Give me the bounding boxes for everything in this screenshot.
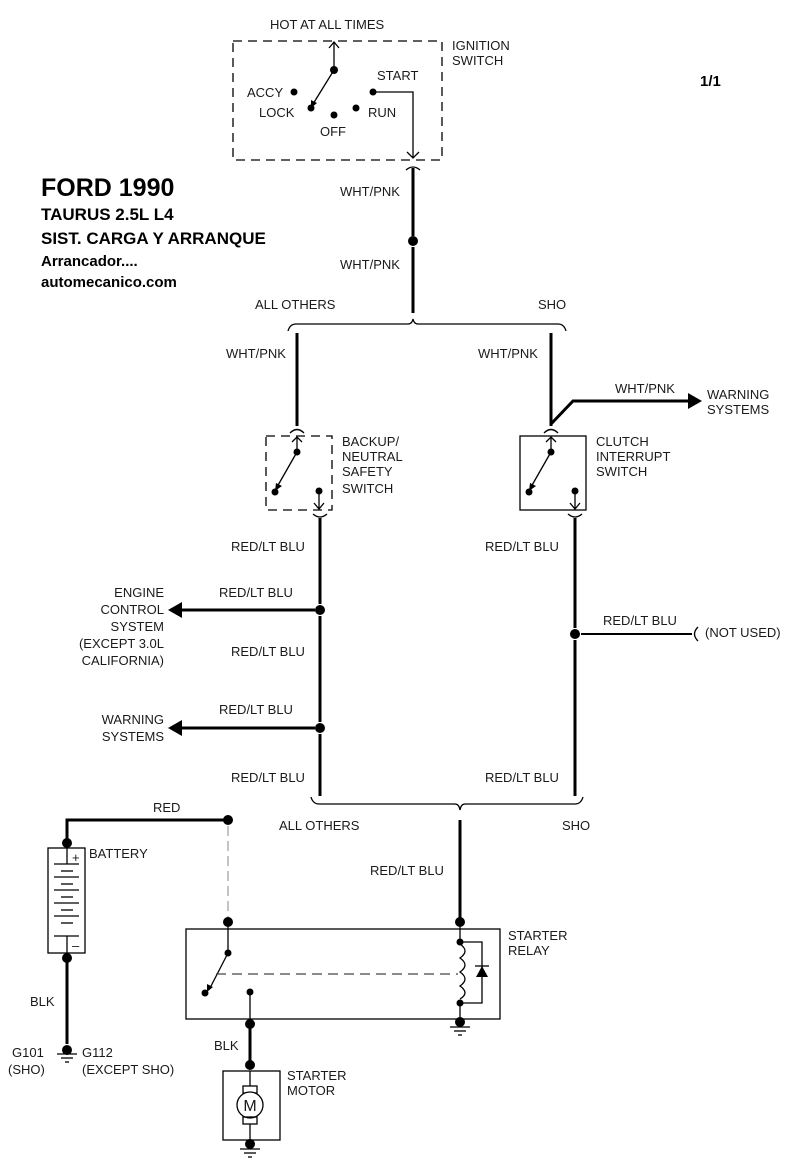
wire-label-left-branch: WHT/PNK: [226, 346, 286, 361]
starter-relay: STARTER RELAY: [185, 917, 567, 1036]
backup-switch-label-4: SWITCH: [342, 481, 393, 496]
wire-label-engine-control: RED/LT BLU: [219, 585, 293, 600]
wire-label-to-relay: RED/LT BLU: [370, 863, 444, 878]
backup-switch-label-3: SAFETY: [342, 464, 393, 479]
wire-label-ign-out-lower: WHT/PNK: [340, 257, 400, 272]
warning-systems-top-2: SYSTEMS: [707, 402, 769, 417]
splice-wht-pnk: [408, 236, 418, 246]
position-run: RUN: [368, 105, 396, 120]
wire-warning-top: [549, 399, 690, 426]
wire-label-right-below-switch: RED/LT BLU: [485, 539, 559, 554]
split-bottom-left-label: ALL OTHERS: [279, 818, 360, 833]
battery: RED + – BATTERY: [47, 800, 233, 963]
clutch-interrupt-switch: CLUTCH INTERRUPT SWITCH: [519, 428, 670, 518]
engine-control-label-1: ENGINE: [114, 585, 164, 600]
wire-label-left-bottom: RED/LT BLU: [231, 770, 305, 785]
engine-control-label-4: (EXCEPT 3.0L: [79, 636, 164, 651]
battery-plus: +: [72, 850, 80, 865]
wire-label-not-used: RED/LT BLU: [603, 613, 677, 628]
ground-left-label-2: (SHO): [8, 1062, 45, 1077]
backup-switch-label-2: NEUTRAL: [342, 449, 403, 464]
wire-label-left-below-switch: RED/LT BLU: [231, 539, 305, 554]
wire-label-starter-feed: BLK: [214, 1038, 239, 1053]
engine-control-label-5: CALIFORNIA): [82, 653, 164, 668]
split-top-right-label: SHO: [538, 297, 566, 312]
ground-g101-g112: [57, 1045, 77, 1063]
backup-neutral-safety-switch: BACKUP/ NEUTRAL SAFETY SWITCH: [265, 428, 403, 518]
ignition-switch-label-1: IGNITION: [452, 38, 510, 53]
battery-minus: –: [72, 938, 80, 953]
ignition-switch: HOT AT ALL TIMES IGNITION SWITCH ACCY LO…: [232, 17, 510, 171]
wire-battery-positive: [65, 818, 228, 842]
ground-right-label-1: G112: [82, 1045, 113, 1060]
engine-control-label-3: SYSTEM: [111, 619, 164, 634]
wire-label-warning-top: WHT/PNK: [615, 381, 675, 396]
arrow-warning-left: [168, 720, 182, 736]
title-website: automecanico.com: [41, 274, 177, 291]
clutch-switch-label-1: CLUTCH: [596, 434, 649, 449]
ground-right-label-2: (EXCEPT SHO): [82, 1062, 174, 1077]
position-accy: ACCY: [247, 85, 283, 100]
wire-label-ign-out-upper: WHT/PNK: [340, 184, 400, 199]
title-subsystem: Arrancador....: [41, 253, 138, 270]
hot-at-all-times-label: HOT AT ALL TIMES: [270, 17, 384, 32]
connector-not-used: [693, 626, 699, 642]
clutch-switch-label-3: SWITCH: [596, 464, 647, 479]
starter-relay-label-1: STARTER: [508, 928, 567, 943]
split-brace-top: [287, 318, 567, 332]
position-lock: LOCK: [259, 105, 295, 120]
splice-warning-left: [315, 723, 325, 733]
starter-motor-label-1: STARTER: [287, 1068, 346, 1083]
backup-switch-label-1: BACKUP/: [342, 434, 399, 449]
wire-label-right-branch: WHT/PNK: [478, 346, 538, 361]
starter-relay-label-2: RELAY: [508, 943, 550, 958]
clutch-switch-label-2: INTERRUPT: [596, 449, 670, 464]
starter-motor: M STARTER MOTOR: [222, 1060, 346, 1158]
contact-off: [330, 111, 338, 119]
splice-engine-control: [315, 605, 325, 615]
title-system: SIST. CARGA Y ARRANQUE: [41, 229, 266, 248]
warning-systems-top-1: WARNING: [707, 387, 769, 402]
ground-left-label-1: G101: [12, 1045, 44, 1060]
title-model: TAURUS 2.5L L4: [41, 205, 174, 224]
page-indicator: 1/1: [700, 73, 721, 90]
arrow-warning-top: [688, 393, 702, 409]
position-start: START: [377, 68, 418, 83]
arrow-engine-control: [168, 602, 182, 618]
ignition-switch-box: [232, 40, 443, 161]
wire-label-left-mid: RED/LT BLU: [231, 644, 305, 659]
warning-systems-left-1: WARNING: [102, 712, 164, 727]
ignition-switch-label-2: SWITCH: [452, 53, 503, 68]
splice-not-used: [570, 629, 580, 639]
position-off: OFF: [320, 124, 346, 139]
wire-label-battery-ground: BLK: [30, 994, 55, 1009]
title-make-year: FORD 1990: [41, 174, 174, 202]
wire-label-right-bottom: RED/LT BLU: [485, 770, 559, 785]
starter-motor-label-2: MOTOR: [287, 1083, 335, 1098]
contact-lock: [307, 104, 315, 112]
split-bottom-right-label: SHO: [562, 818, 590, 833]
not-used-label: (NOT USED): [705, 625, 781, 640]
battery-label: BATTERY: [89, 846, 148, 861]
wire-label-battery-positive: RED: [153, 800, 180, 815]
split-top-left-label: ALL OTHERS: [255, 297, 336, 312]
contact-accy: [290, 88, 298, 96]
wire-label-warning-left: RED/LT BLU: [219, 702, 293, 717]
contact-run: [352, 104, 360, 112]
split-brace-bottom: [310, 796, 584, 811]
motor-symbol: M: [243, 1098, 256, 1115]
warning-systems-left-2: SYSTEMS: [102, 729, 164, 744]
engine-control-label-2: CONTROL: [100, 602, 164, 617]
